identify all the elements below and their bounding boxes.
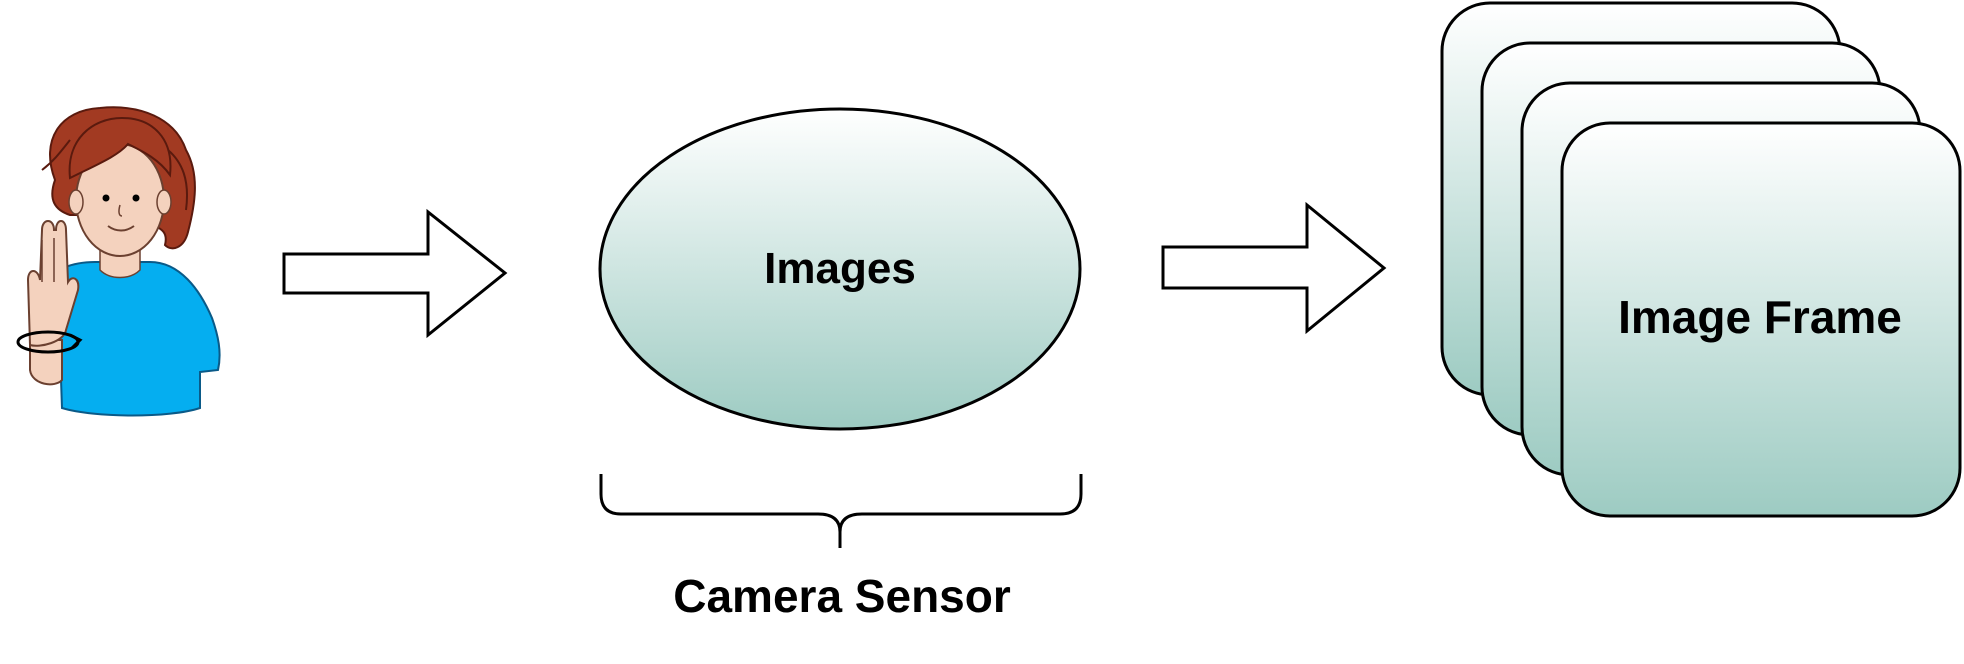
image-frame-card-1 bbox=[1560, 121, 1962, 518]
image-frame-label: Image Frame bbox=[1618, 291, 1902, 343]
images-label: Images bbox=[764, 244, 916, 293]
camera-sensor-label: Camera Sensor bbox=[673, 570, 1011, 622]
person-signing-icon bbox=[16, 106, 221, 417]
image-frame-stack: Image Frame bbox=[1440, 1, 1962, 518]
flow-arrow-1 bbox=[282, 208, 508, 339]
camera-sensor-brace bbox=[599, 474, 1083, 548]
flow-arrow-2 bbox=[1161, 201, 1387, 335]
images-node: Images bbox=[598, 107, 1082, 431]
